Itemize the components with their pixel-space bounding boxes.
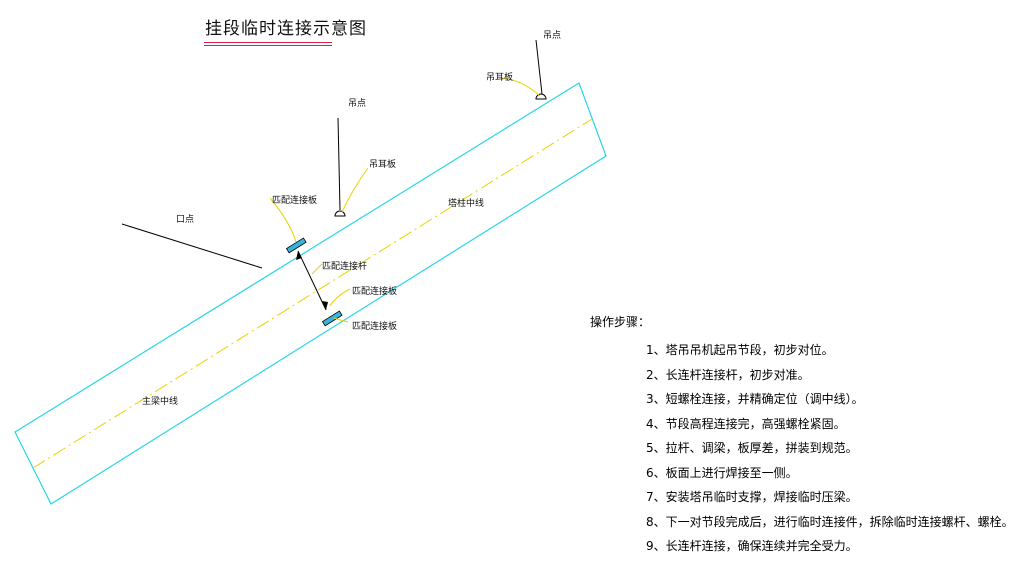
operation-steps: 操作步骤： 1、塔吊吊机起吊节段，初步对位。 2、长连杆连接杆，初步对准。 3、… (590, 313, 1009, 559)
leader-middle-lug (341, 167, 369, 213)
step-item: 5、拉杆、调梁，板厚差，拼装到规范。 (646, 441, 858, 455)
label-left: 口点 (176, 214, 194, 225)
step-item: 1、塔吊吊机起吊节段，初步对位。 (646, 343, 834, 357)
step-item: 2、长连杆连接杆，初步对准。 (646, 367, 810, 382)
label-temp-connect-rod: 匹配连接杆 (322, 260, 367, 272)
label-connect-plate-bottom: 匹配连接板 (352, 285, 397, 297)
step-item: 8、下一对节段完成后，进行临时连接件，拆除临时连接螺杆、螺栓。 (646, 514, 1009, 529)
step-item: 7、安装塔吊临时支撑，焊接临时压梁。 (646, 490, 858, 504)
lifting-cable-middle (337, 117, 341, 211)
leader-top-right (501, 77, 541, 97)
connection-plate-top (285, 237, 307, 254)
label-connect-plate-top: 匹配连接板 (272, 194, 317, 206)
temp-connection-rod (297, 250, 327, 311)
label-top-right-leader: 吊耳板 (486, 71, 513, 83)
step-item: 4、节段高程连接完，高强螺栓紧固。 (646, 416, 846, 431)
label-top-right: 吊点 (543, 30, 561, 41)
rod-arrow-bottom (322, 301, 328, 310)
label-tower-center: 塔柱中线 (448, 197, 484, 209)
lifting-cable-top-right (535, 39, 543, 95)
label-mid-top-leader: 吊耳板 (369, 158, 396, 170)
beam-outline (14, 82, 607, 505)
lifting-lug-middle (334, 210, 346, 217)
label-mid-top: 吊点 (348, 98, 366, 109)
step-item: 9、长连杆连接，确保连续并完全受力。 (646, 539, 858, 553)
diagram-title: 挂段临时连接示意图 (205, 19, 367, 39)
label-beam-center: 主梁中线 (142, 395, 178, 407)
step-item: 3、短螺栓连接，并精确定位（调中线）。 (646, 392, 864, 406)
left-pointer-line (121, 223, 263, 269)
leader-plate-bottom (333, 317, 349, 323)
step-item: 6、板面上进行焊接至一侧。 (646, 465, 798, 480)
connection-plate-bottom (321, 310, 343, 327)
lifting-lug-top-right (535, 93, 547, 100)
steps-title: 操作步骤： (590, 315, 651, 329)
title-underline-top (204, 42, 332, 43)
title-underline-bottom (204, 45, 332, 46)
rod-arrow-top (296, 251, 302, 260)
beam-centerline (32, 118, 593, 469)
leader-plate-top (269, 197, 297, 243)
leader-rod (311, 263, 323, 275)
leader-plate-mid (329, 288, 351, 307)
label-bottom-plate: 匹配连接板 (352, 320, 397, 332)
